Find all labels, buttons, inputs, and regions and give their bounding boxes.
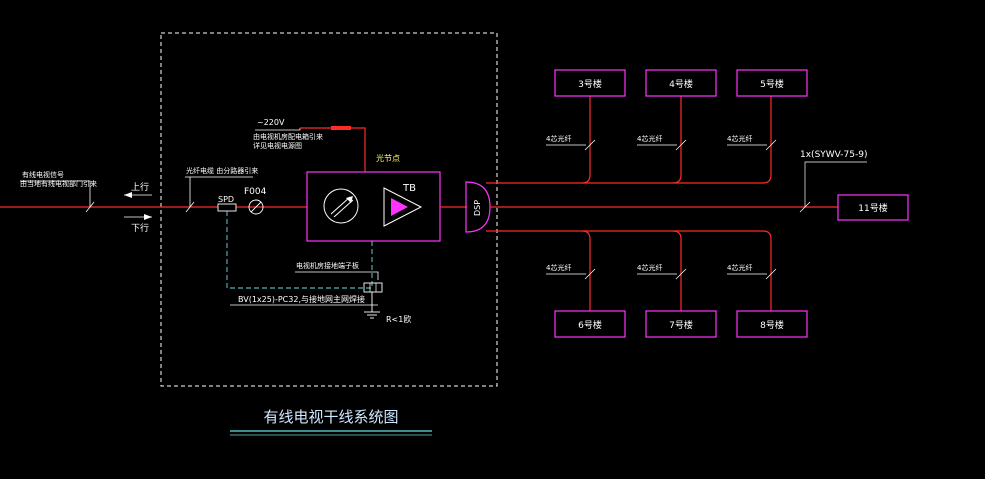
building-11-label: 11号楼 [858, 202, 887, 214]
spd-box [217, 203, 237, 212]
source-label-2: 由当地有线电视部门引来 [20, 179, 97, 188]
top-branch-4 [672, 96, 682, 184]
source-tick [85, 201, 95, 213]
building-4-box [645, 69, 717, 97]
building-11-box [837, 194, 909, 221]
bottom-branch-7 [672, 230, 682, 311]
ground-note-leader [295, 271, 379, 280]
building-5-label: 5号楼 [760, 78, 784, 90]
upstream-arrowhead [124, 192, 132, 198]
building-6-box [554, 310, 626, 338]
building-6-label: 6号楼 [578, 319, 602, 331]
power-line [300, 127, 366, 172]
cable-label-7: 4芯光纤 [637, 263, 662, 272]
fiber-tick [185, 201, 195, 213]
cable-tick-5 [765, 139, 777, 151]
cable-label-8: 4芯光纤 [727, 263, 752, 272]
fuse-slash [250, 201, 262, 213]
building-8-label: 8号楼 [760, 319, 784, 331]
power-note-1: 由电视机房配电箱引来 [253, 132, 323, 141]
receiver-arrow-2 [333, 199, 354, 218]
cable-label-6: 4芯光纤 [546, 263, 571, 272]
source-label-1: 有线电视信号 [22, 170, 64, 179]
amplifier-label: TB [402, 183, 416, 194]
ground-terminal-block [363, 282, 383, 293]
cable-tick-6 [584, 268, 596, 280]
node-label: 光节点 [376, 153, 400, 163]
building-3-box [554, 69, 626, 97]
cable-tick-7 [675, 268, 687, 280]
cable-note: BV(1x25)-PC32,与接地网主网焊接 [238, 294, 365, 304]
cable-label-5: 4芯光纤 [727, 134, 752, 143]
cabinet-boundary [160, 32, 498, 387]
diagram-title: 有线电视干线系统图 [263, 408, 398, 426]
bottom-branch-6 [581, 230, 591, 311]
source-leader [20, 180, 91, 207]
main-cable-tick [799, 201, 811, 213]
top-branch-3 [581, 96, 591, 184]
building-7-label: 7号楼 [669, 319, 693, 331]
building-5-box [736, 69, 808, 97]
power-note-2: 详见电视电源图 [253, 141, 302, 150]
cable-tick-8 [765, 268, 777, 280]
bottom-branch-bus [486, 230, 772, 311]
spd-label: SPD [218, 195, 234, 204]
fiber-note: 光纤电缆 由分路器引来 [186, 166, 258, 175]
upstream-label: 上行 [131, 181, 149, 193]
power-cable-marker [331, 126, 351, 130]
building-7-box [645, 310, 717, 338]
optical-receiver-symbol [323, 188, 359, 224]
splitter-label: DSP [473, 200, 482, 216]
ground-line-spd [226, 211, 372, 289]
building-4-label: 4号楼 [669, 78, 693, 90]
downstream-label: 下行 [131, 222, 149, 234]
amplifier-fill [391, 198, 408, 216]
building-8-box [736, 310, 808, 338]
fuse-symbol [248, 199, 264, 215]
main-cable-label: 1x(SYWV-75-9) [800, 150, 868, 160]
cable-label-3: 4芯光纤 [546, 134, 571, 143]
amplifier-symbol [383, 187, 423, 227]
cable-tick-4 [675, 139, 687, 151]
power-leader [255, 128, 301, 131]
top-branch-bus [486, 96, 772, 184]
ground-symbol-icon [364, 311, 380, 319]
cable-label-4: 4芯光纤 [637, 134, 662, 143]
receiver-arrowhead [346, 196, 353, 203]
main-cable-leader [804, 161, 867, 207]
ground-note: 电视机房接地端子板 [296, 261, 359, 270]
power-voltage: ~220V [257, 118, 285, 127]
building-3-label: 3号楼 [578, 78, 602, 90]
downstream-arrowhead [144, 214, 152, 220]
receiver-arrow-1 [330, 196, 351, 215]
fuse-label: F004 [244, 187, 267, 197]
ground-resistance: R<1欧 [386, 314, 411, 324]
cable-tick-3 [584, 139, 596, 151]
